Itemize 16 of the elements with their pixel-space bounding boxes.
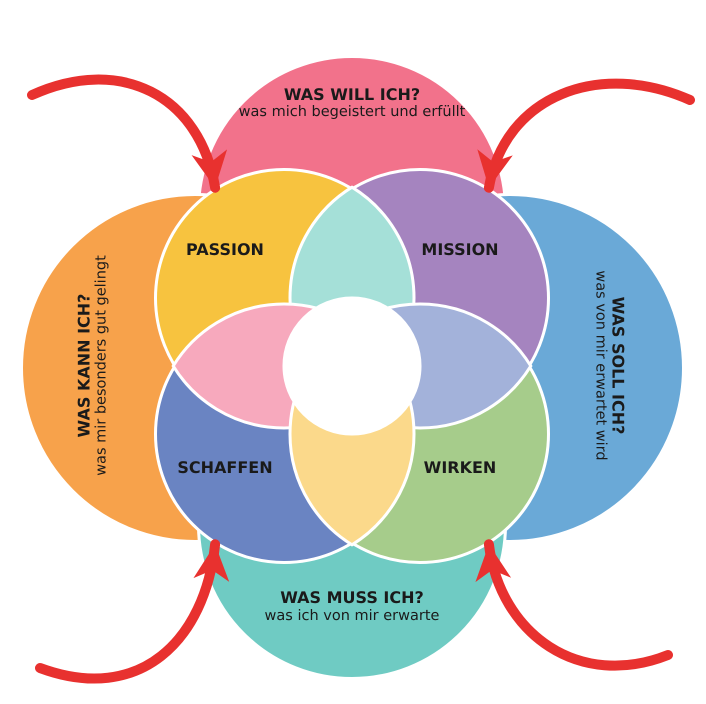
- description: was mich begeistert und erfüllt: [238, 104, 466, 120]
- heading: WAS WILL ICH?: [282, 85, 422, 104]
- heading: WAS MUSS ICH?: [279, 588, 425, 607]
- heading: WAS KANN ICH?: [74, 292, 94, 440]
- description: was mir besonders gut gelingt: [94, 254, 110, 478]
- curved-arrow: [480, 78, 695, 193]
- region-label: WIRKEN: [422, 458, 498, 477]
- curved-arrow: [27, 74, 225, 193]
- region-label: SCHAFFEN: [176, 458, 274, 477]
- region-label: PASSION: [185, 240, 265, 259]
- description: was von mir erwartet wird: [592, 269, 608, 463]
- curved-arrow: [35, 539, 228, 684]
- description: was ich von mir erwarte: [264, 608, 440, 624]
- heading: WAS SOLL ICH?: [608, 296, 628, 436]
- region-label: MISSION: [420, 240, 500, 259]
- curved-arrow: [478, 539, 673, 670]
